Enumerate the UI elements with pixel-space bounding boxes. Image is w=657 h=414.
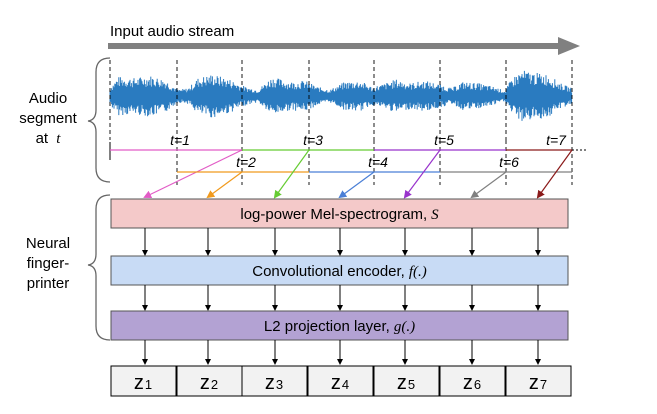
output-box-1	[110, 365, 177, 397]
segment-7: t=7	[506, 132, 586, 199]
output-z1: z1	[110, 365, 177, 397]
stream-arrow	[108, 37, 580, 55]
layer-mel-spectrogram: log-power Mel-spectrogram,S	[110, 198, 569, 256]
audio-waveform	[109, 70, 573, 121]
segment-arrow-1	[143, 149, 243, 198]
segment-label-2: t=2	[236, 154, 256, 170]
segment-arrow-3	[273, 149, 310, 199]
output-sub-4: 4	[342, 377, 349, 392]
fingerprinter-line1: Neural	[26, 235, 70, 252]
segment-arrow-4	[338, 171, 375, 199]
layer-l2-projection: L2 projection layer,g(.)	[110, 310, 569, 365]
segment-label-4: t=4	[368, 154, 388, 170]
output-base-7: z	[529, 372, 539, 394]
segment-6: t=6	[440, 154, 572, 199]
layer-box-conv-encoder	[110, 255, 569, 286]
output-box-4	[307, 365, 374, 397]
fingerprinter-brace	[87, 194, 111, 341]
layer-box-l2-projection	[110, 310, 569, 341]
output-base-1: z	[134, 372, 144, 394]
output-z4: z4	[307, 365, 374, 397]
segment-4: t=4	[309, 154, 440, 199]
fingerprinter-label: Neural finger- printer	[26, 235, 70, 292]
output-sub-5: 5	[408, 377, 415, 392]
audio-segment-label: Audio segment at t	[19, 90, 77, 147]
output-base-3: z	[265, 372, 275, 394]
output-sub-1: 1	[145, 377, 152, 392]
output-base-2: z	[200, 372, 210, 394]
output-label-4: z4	[331, 372, 349, 394]
segment-2: t=2	[177, 154, 309, 199]
layer-box-mel-spectrogram	[110, 198, 569, 229]
layer-text-conv-encoder: Convolutional encoder,	[252, 263, 405, 280]
output-z2: z2	[176, 365, 243, 397]
output-label-5: z5	[397, 372, 415, 394]
output-label-1: z1	[134, 372, 152, 394]
output-base-6: z	[463, 372, 473, 394]
audio-segment-line1: Audio	[29, 90, 67, 107]
output-sub-7: 7	[540, 377, 547, 392]
segment-label-7: t=7	[546, 132, 567, 148]
layer-conv-encoder: Convolutional encoder,f(.)	[110, 255, 569, 311]
audio-segment-line3-prefix: at	[36, 130, 49, 147]
layer-text-mel-spectrogram: log-power Mel-spectrogram,	[240, 206, 427, 223]
output-label-2: z2	[200, 372, 218, 394]
audio-segment-line3: at t	[36, 130, 62, 147]
segment-arrow-5	[403, 149, 441, 199]
segment-label-6: t=6	[499, 154, 519, 170]
audio-segment-line2: segment	[19, 110, 77, 127]
layer-text-l2-projection: L2 projection layer,	[264, 318, 390, 335]
layer-symbol-mel-spectrogram: S	[431, 207, 439, 223]
output-base-4: z	[331, 372, 341, 394]
output-sub-6: 6	[474, 377, 481, 392]
fingerprinter-line3: printer	[27, 275, 70, 292]
output-box-5	[373, 365, 440, 397]
output-z3: z3	[241, 365, 308, 397]
output-sub-3: 3	[276, 377, 283, 392]
output-box-2	[176, 365, 243, 397]
layer-label-mel-spectrogram: log-power Mel-spectrogram,S	[240, 206, 439, 223]
output-label-7: z7	[529, 372, 547, 394]
stream-label: Input audio stream	[110, 23, 234, 40]
output-z5: z5	[373, 365, 440, 397]
output-label-3: z3	[265, 372, 283, 394]
output-z7: z7	[505, 365, 572, 397]
segment-label-3: t=3	[303, 132, 323, 148]
segment-timelines: t=1 t=2 t=3 t=4 t=5 t=6 t=7	[110, 132, 586, 199]
segment-1: t=1	[110, 132, 243, 198]
output-label-6: z6	[463, 372, 481, 394]
layer-symbol-l2-projection: g(.)	[394, 319, 415, 335]
output-z6: z6	[439, 365, 506, 397]
segment-arrow-6	[470, 171, 507, 199]
output-box-6	[439, 365, 506, 397]
output-box-3	[241, 365, 308, 397]
waveform-trace	[109, 70, 573, 121]
audio-segment-line3-var: t	[56, 131, 61, 147]
layer-symbol-conv-encoder: f(.)	[409, 264, 427, 280]
segment-3: t=3	[242, 132, 374, 199]
network-layers: log-power Mel-spectrogram,S Convolutional…	[110, 198, 569, 365]
layer-label-l2-projection: L2 projection layer,g(.)	[264, 318, 415, 335]
segment-label-5: t=5	[434, 132, 454, 148]
output-sub-2: 2	[211, 377, 218, 392]
segment-arrow-7	[536, 149, 573, 199]
audio-segment-brace	[87, 57, 111, 183]
fingerprinter-line2: finger-	[27, 255, 70, 272]
segment-separators	[109, 60, 573, 185]
output-base-5: z	[397, 372, 407, 394]
layer-label-conv-encoder: Convolutional encoder,f(.)	[252, 263, 427, 280]
segment-arrow-2	[206, 171, 243, 199]
segment-label-1: t=1	[170, 132, 190, 148]
output-box-7	[505, 365, 572, 397]
segment-5: t=5	[374, 132, 506, 199]
